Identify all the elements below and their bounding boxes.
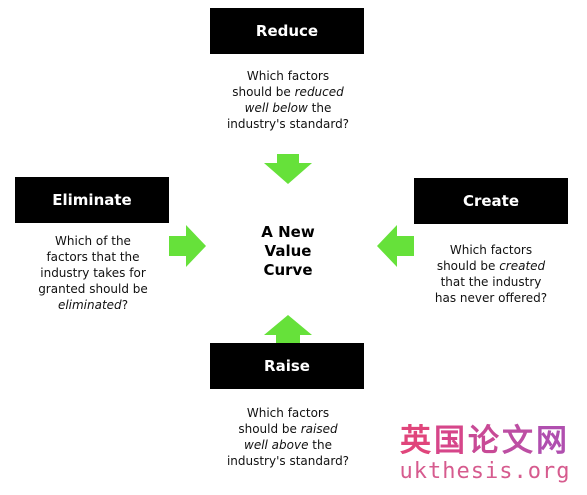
description-line: industry's standard?	[210, 116, 366, 132]
description-text: Which factors	[449, 243, 533, 257]
description-line: industry takes for	[15, 265, 171, 281]
description-text: the	[308, 438, 332, 452]
description-line: should be reduced	[210, 84, 366, 100]
description-line: industry's standard?	[210, 453, 366, 469]
reduce-box: Reduce	[210, 8, 364, 54]
description-text: Which of the	[55, 234, 131, 248]
description-text: Which factors	[246, 406, 330, 420]
arrow-up-icon	[264, 315, 312, 343]
description-text: should be	[436, 259, 500, 273]
center-line-3: Curve	[263, 261, 313, 279]
description-line: Which factors	[210, 68, 366, 84]
emphasis-text: raised	[300, 422, 338, 436]
eliminate-description: Which of the factors that the industry tak…	[15, 233, 171, 313]
description-text: should be	[232, 85, 295, 99]
watermark-chinese: 英国论文网	[392, 424, 578, 458]
eliminate-box: Eliminate	[15, 177, 169, 223]
description-line: has never offered?	[412, 290, 570, 306]
create-label: Create	[462, 192, 520, 210]
description-text: industry takes for	[40, 266, 146, 280]
description-text: industry's standard?	[226, 117, 350, 131]
description-line: should be raised	[210, 421, 366, 437]
description-line: should be created	[412, 258, 570, 274]
center-title: A New Value Curve	[236, 223, 340, 280]
emphasis-text: eliminated	[57, 298, 122, 312]
center-line-1: A New	[261, 223, 315, 241]
description-line: that the industry	[412, 274, 570, 290]
arrow-left-icon	[377, 225, 414, 267]
watermark-url: ukthesis.org	[399, 459, 571, 484]
description-line: Which factors	[412, 242, 570, 258]
arrow-down-icon	[264, 154, 312, 184]
description-line: Which of the	[15, 233, 171, 249]
description-line: factors that the	[15, 249, 171, 265]
description-text: industry's standard?	[226, 454, 350, 468]
description-text: has never offered?	[434, 291, 548, 305]
description-text: factors that the	[46, 250, 140, 264]
watermark-char: 文	[502, 423, 536, 459]
emphasis-text: well above	[244, 438, 309, 452]
description-text: Which factors	[246, 69, 330, 83]
description-text: should be	[238, 422, 301, 436]
description-line: eliminated?	[15, 297, 171, 313]
watermark-char: 国	[434, 423, 468, 459]
description-text: granted should be	[38, 282, 148, 296]
emphasis-text: well below	[244, 101, 308, 115]
emphasis-text: reduced	[294, 85, 344, 99]
watermark-char: 英	[400, 423, 434, 459]
description-text: ?	[121, 298, 129, 312]
description-line: Which factors	[210, 405, 366, 421]
arrow-right-icon	[169, 225, 206, 267]
description-text: that the industry	[440, 275, 542, 289]
description-line: granted should be	[15, 281, 171, 297]
center-line-2: Value	[264, 242, 312, 260]
eliminate-label: Eliminate	[52, 191, 132, 209]
description-line: well above the	[210, 437, 366, 453]
raise-box: Raise	[210, 343, 364, 389]
raise-label: Raise	[264, 357, 310, 375]
emphasis-text: created	[499, 259, 546, 273]
create-box: Create	[414, 178, 568, 224]
watermark-char: 论	[468, 423, 502, 459]
reduce-label: Reduce	[255, 22, 319, 40]
watermark-char: 网	[536, 423, 570, 459]
description-line: well below the	[210, 100, 366, 116]
description-text: the	[307, 101, 332, 115]
